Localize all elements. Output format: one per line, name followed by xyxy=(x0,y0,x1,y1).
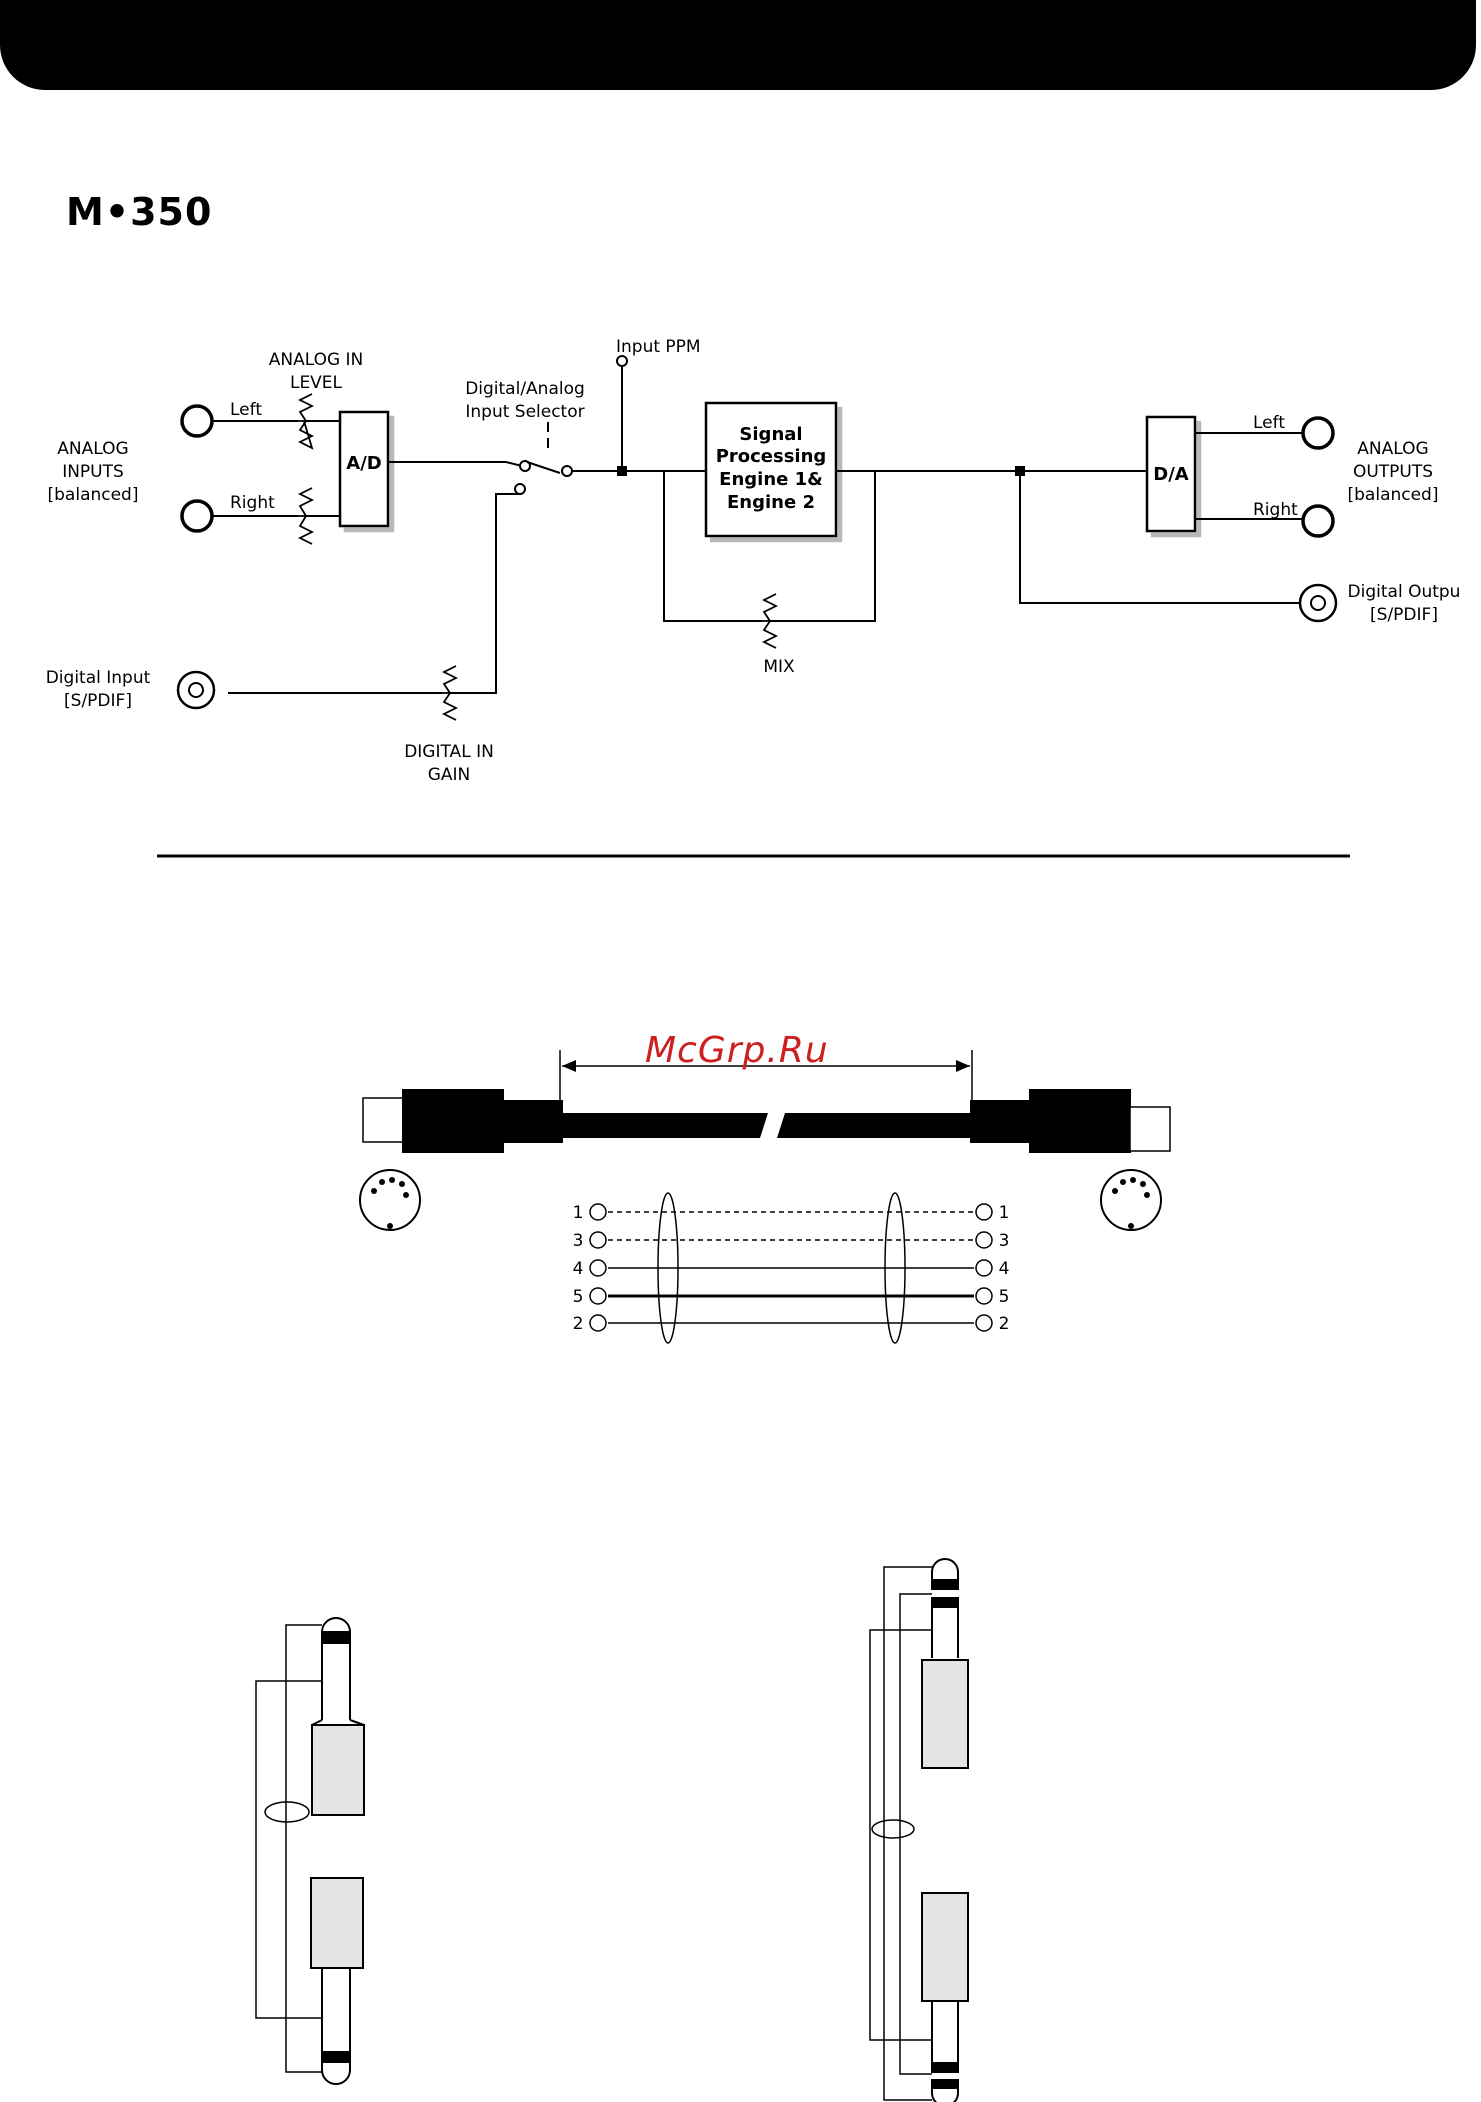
analog-output-left-jack-icon xyxy=(1303,418,1333,448)
engine-label-4: Engine 2 xyxy=(727,492,815,513)
ad-label: A/D xyxy=(346,453,381,474)
pin-label: 1 xyxy=(999,1203,1010,1223)
digital-output-label-1: Digital Outpu xyxy=(1348,582,1461,602)
pin-label: 4 xyxy=(999,1259,1010,1279)
mono-jack-cable-drawing xyxy=(256,1618,364,2084)
digital-input-label-1: Digital Input xyxy=(46,668,151,688)
stereo-jack-cable-drawing xyxy=(870,1559,968,2102)
pin-label: 5 xyxy=(999,1287,1010,1307)
pin-labels-left: 1 3 4 5 2 xyxy=(573,1203,584,1334)
bottom-stereo-plug-sleeve xyxy=(922,1893,968,2001)
left-input-label: Left xyxy=(230,400,262,420)
da-label: D/A xyxy=(1153,464,1189,485)
analog-input-left-jack-icon xyxy=(182,406,212,436)
left-connector-tip xyxy=(363,1098,403,1142)
input-ppm-label: Input PPM xyxy=(616,337,701,357)
right-input-label: Right xyxy=(230,493,275,513)
digital-in-gain-label-2: GAIN xyxy=(428,765,471,785)
right-output-label: Right xyxy=(1253,500,1298,520)
top-stereo-plug-sleeve xyxy=(922,1660,968,1768)
right-connector-tip xyxy=(1130,1107,1170,1151)
analog-in-level-label-2: LEVEL xyxy=(290,373,343,393)
analog-outputs-label-1: ANALOG xyxy=(1357,439,1428,459)
left-output-label: Left xyxy=(1253,413,1285,433)
digital-output-rca-icon xyxy=(1300,585,1336,621)
selector-label-2: Input Selector xyxy=(465,402,584,422)
pin-labels-right: 1 3 4 5 2 xyxy=(999,1203,1010,1334)
analog-inputs-label-1: ANALOG xyxy=(57,439,128,459)
selector-label-1: Digital/Analog xyxy=(465,379,585,399)
pin-label: 1 xyxy=(573,1203,584,1223)
analog-outputs-label-2: OUTPUTS xyxy=(1353,462,1433,482)
analog-inputs-label-3: [balanced] xyxy=(48,485,139,505)
pin-label: 3 xyxy=(999,1231,1010,1251)
signal-flow-diagram xyxy=(178,356,1336,720)
analog-outputs-label-3: [balanced] xyxy=(1348,485,1439,505)
analog-in-level-label-1: ANALOG IN xyxy=(269,350,364,370)
left-connector-body xyxy=(402,1089,504,1153)
input-ppm-tap-icon xyxy=(617,356,627,366)
mix-label: MIX xyxy=(763,657,795,677)
top-plug-sleeve xyxy=(312,1725,364,1815)
pin-label: 2 xyxy=(573,1314,584,1334)
analog-output-right-jack-icon xyxy=(1303,506,1333,536)
engine-label-2: Processing xyxy=(716,446,827,467)
engine-label-1: Signal xyxy=(739,424,802,445)
pin-label: 4 xyxy=(573,1259,584,1279)
digital-output-label-2: [S/PDIF] xyxy=(1370,605,1438,625)
analog-inputs-label-2: INPUTS xyxy=(62,462,124,482)
digital-input-label-2: [S/PDIF] xyxy=(64,691,132,711)
digital-in-gain-label-1: DIGITAL IN xyxy=(404,742,494,762)
watermark: McGrp.Ru xyxy=(645,1030,829,1071)
pin-label: 3 xyxy=(573,1231,584,1251)
pin-label: 5 xyxy=(573,1287,584,1307)
analog-input-right-jack-icon xyxy=(182,501,212,531)
digital-input-rca-icon xyxy=(178,672,214,708)
bottom-plug-sleeve xyxy=(311,1878,363,1968)
engine-label-3: Engine 1& xyxy=(719,469,823,490)
pin-label: 2 xyxy=(999,1314,1010,1334)
midi-cable-drawing: 1 3 4 5 2 1 3 4 5 2 xyxy=(360,1050,1170,1343)
right-connector-body xyxy=(1029,1089,1131,1153)
